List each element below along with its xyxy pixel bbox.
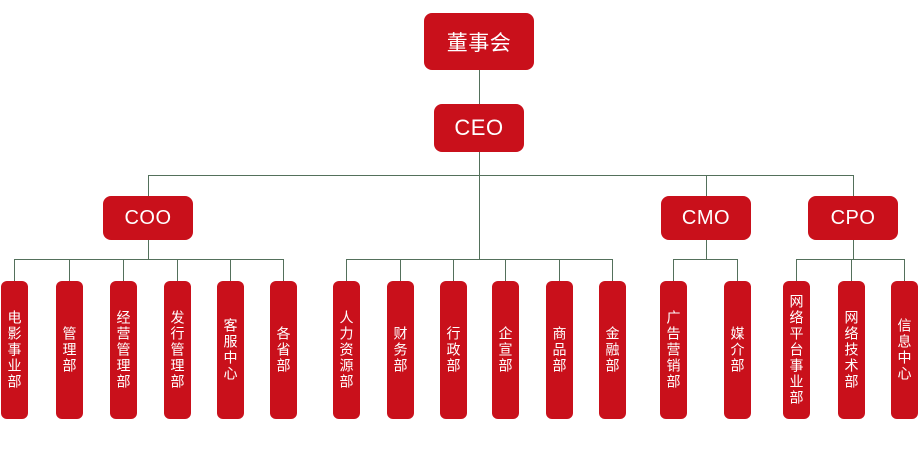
org-node-dept-information-center[interactable]: 信息中心 bbox=[891, 281, 918, 419]
connector-cmo-rail bbox=[673, 259, 738, 260]
connector-stub bbox=[346, 259, 347, 282]
node-label: 金融部 bbox=[604, 326, 621, 374]
org-node-cmo[interactable]: CMO bbox=[661, 196, 751, 240]
connector-level2-rail bbox=[148, 175, 854, 176]
connector-stub bbox=[14, 259, 15, 282]
node-label: 行政部 bbox=[445, 326, 462, 374]
connector-stub bbox=[737, 259, 738, 282]
connector-coo-up bbox=[148, 175, 149, 196]
node-label: CEO bbox=[454, 115, 504, 140]
connector-ceo-rail bbox=[346, 259, 613, 260]
org-node-ceo[interactable]: CEO bbox=[434, 104, 524, 152]
org-node-dept-ad-marketing[interactable]: 广告营销部 bbox=[660, 281, 687, 419]
connector-stub bbox=[612, 259, 613, 282]
org-node-board[interactable]: 董事会 bbox=[424, 13, 534, 70]
connector-cmo-down bbox=[706, 240, 707, 260]
node-label: 信息中心 bbox=[896, 318, 913, 382]
node-label: 各省部 bbox=[275, 326, 292, 374]
org-node-dept-distribution-management[interactable]: 发行管理部 bbox=[164, 281, 191, 419]
org-node-dept-movie-business[interactable]: 电影事业部 bbox=[1, 281, 28, 419]
node-label: 经营管理部 bbox=[115, 310, 132, 390]
connector-stub bbox=[453, 259, 454, 282]
node-label: 管理部 bbox=[61, 326, 78, 374]
connector-stub bbox=[283, 259, 284, 282]
org-node-dept-management[interactable]: 管理部 bbox=[56, 281, 83, 419]
org-node-dept-administration[interactable]: 行政部 bbox=[440, 281, 467, 419]
connector-stub bbox=[69, 259, 70, 282]
connector-stub bbox=[559, 259, 560, 282]
connector-cmo-up bbox=[706, 175, 707, 196]
org-node-dept-network-platform-business[interactable]: 网络平台事业部 bbox=[783, 281, 810, 419]
node-label: 财务部 bbox=[392, 326, 409, 374]
connector-ceo-down bbox=[479, 152, 480, 260]
connector-stub bbox=[230, 259, 231, 282]
node-label: 客服中心 bbox=[222, 318, 239, 382]
connector-cpo-rail bbox=[796, 259, 905, 260]
org-node-dept-financial-services[interactable]: 金融部 bbox=[599, 281, 626, 419]
connector-stub bbox=[796, 259, 797, 282]
org-node-dept-provincial[interactable]: 各省部 bbox=[270, 281, 297, 419]
node-label: 商品部 bbox=[551, 326, 568, 374]
org-node-dept-corporate-publicity[interactable]: 企宣部 bbox=[492, 281, 519, 419]
connector-stub bbox=[673, 259, 674, 282]
connector-stub bbox=[505, 259, 506, 282]
node-label: 网络平台事业部 bbox=[788, 294, 805, 406]
node-label: 企宣部 bbox=[497, 326, 514, 374]
node-label: 人力资源部 bbox=[338, 310, 355, 390]
connector-stub bbox=[123, 259, 124, 282]
org-node-dept-finance[interactable]: 财务部 bbox=[387, 281, 414, 419]
node-label: 电影事业部 bbox=[6, 310, 23, 390]
node-label: 发行管理部 bbox=[169, 310, 186, 390]
org-node-dept-customer-service-center[interactable]: 客服中心 bbox=[217, 281, 244, 419]
connector-cpo-up bbox=[853, 175, 854, 196]
org-node-dept-human-resources[interactable]: 人力资源部 bbox=[333, 281, 360, 419]
node-label: CPO bbox=[830, 206, 876, 229]
node-label: 网络技术部 bbox=[843, 310, 860, 390]
org-node-dept-media[interactable]: 媒介部 bbox=[724, 281, 751, 419]
connector-stub bbox=[400, 259, 401, 282]
connector-coo-rail bbox=[14, 259, 284, 260]
connector-board-ceo bbox=[479, 70, 480, 104]
node-label: 广告营销部 bbox=[665, 310, 682, 390]
node-label: 媒介部 bbox=[729, 326, 746, 374]
connector-coo-down bbox=[148, 240, 149, 260]
org-node-coo[interactable]: COO bbox=[103, 196, 193, 240]
node-label: 董事会 bbox=[446, 31, 512, 55]
org-node-dept-network-technology[interactable]: 网络技术部 bbox=[838, 281, 865, 419]
org-node-dept-merchandise[interactable]: 商品部 bbox=[546, 281, 573, 419]
connector-cpo-down bbox=[853, 240, 854, 260]
connector-stub bbox=[851, 259, 852, 282]
connector-stub bbox=[177, 259, 178, 282]
node-label: COO bbox=[124, 206, 172, 229]
connector-stub bbox=[904, 259, 905, 282]
org-node-dept-operations-management[interactable]: 经营管理部 bbox=[110, 281, 137, 419]
org-node-cpo[interactable]: CPO bbox=[808, 196, 898, 240]
node-label: CMO bbox=[681, 206, 731, 229]
